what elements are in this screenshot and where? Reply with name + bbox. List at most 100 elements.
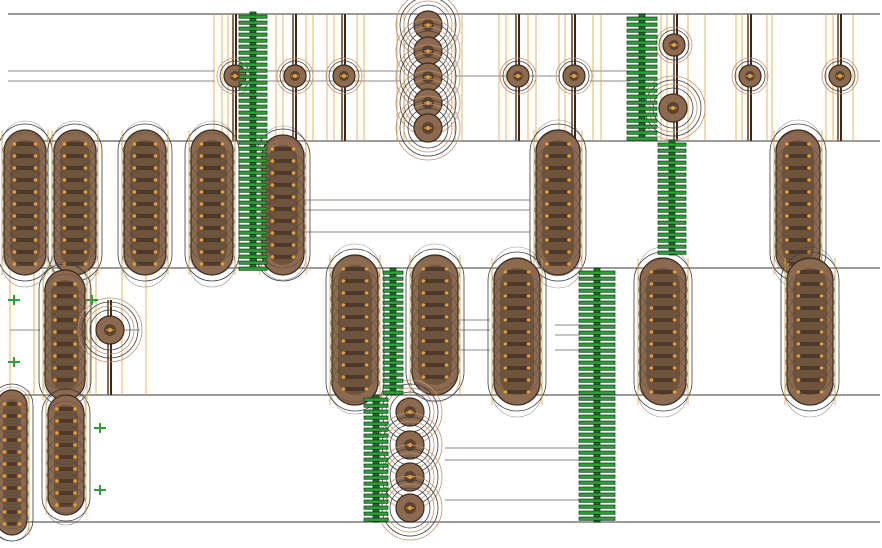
stack-pin [364,375,369,379]
stack-pin [503,354,508,358]
stack-bar [650,342,676,346]
stack-pin [503,306,508,310]
ladder-rung [382,330,404,335]
ladder-rung [238,62,268,67]
stack-pin [153,178,158,182]
stack-pin [83,238,88,242]
ladder-rung [578,348,616,353]
stack-pin [73,419,77,423]
ladder-rung [238,14,268,19]
stack-pin [220,154,225,158]
ladder-rung [578,294,616,299]
pad [325,57,363,95]
stack-pin [153,226,158,230]
ladder-rung [238,164,268,169]
stack-pin [526,318,531,322]
stack-pin [291,171,296,175]
stack-pin [17,414,22,418]
stack-pin [199,250,204,254]
stack-pin [526,294,531,298]
stack-pin [132,166,137,170]
stack-pin [545,202,549,206]
stack-bar [201,226,223,230]
ladder-rung [657,166,687,171]
stack-pin [785,214,789,218]
wires [8,70,630,501]
ladder-rung [363,457,389,462]
stack-pin [17,498,22,502]
stack-pin [364,363,369,367]
ladder-rung [578,402,616,407]
stack-pin [220,214,225,218]
stack-bar [58,467,74,471]
stack-pin [341,327,346,331]
stack-bar [422,339,448,343]
stack-pin [2,522,7,526]
stack-pin [220,190,225,194]
component-stack [405,243,465,403]
stack-pin [649,378,654,382]
stack-pin [62,250,67,254]
stack-pin [17,474,22,478]
stack-pin [73,318,77,322]
stack-bar [55,282,75,286]
stack-pin [672,294,677,298]
stack-pin [220,238,225,242]
stack-bar [55,378,75,382]
stack-pin [807,202,811,206]
stack-pin [341,351,346,355]
ladder-rung [238,212,268,217]
component-stack [38,261,92,407]
ladder-rung [578,318,616,323]
stack-pin [649,330,654,334]
pad-ring [328,60,360,92]
stack-pin [819,318,824,322]
stack-pin [53,378,57,382]
stack-bar [272,231,294,235]
stack-pin [73,443,77,447]
stack-bar [201,202,223,206]
stack-pin [444,327,449,331]
stack-bar [14,166,36,170]
stack-pin [2,462,7,466]
ladder-rung [578,378,616,383]
component-stack [117,120,173,288]
stack-pin [220,142,225,146]
component-stack [47,120,103,288]
ladder-rung [363,397,389,402]
stack-pin [421,315,426,319]
stack-pin [672,354,677,358]
stack-bar [7,498,17,502]
stack-pin [819,390,824,394]
stack-bar [342,375,368,379]
ladder-rung [657,148,687,153]
stack-pin [2,486,7,490]
stack-bar [14,202,36,206]
stack-pin [55,467,59,471]
stack-bar [650,354,676,358]
stack-pin [341,303,346,307]
ladder-rung [578,288,616,293]
stack-pin [807,238,811,242]
stack-pin [132,154,137,158]
ladder-rung [363,505,389,510]
ladder-rung [363,493,389,498]
stack-bar [797,282,823,286]
stack-pin [503,318,508,322]
stack-pin [33,166,38,170]
resistor-ladder [626,13,658,141]
stack-pin [220,226,225,230]
stack-bar [134,250,156,254]
stack-pin [444,267,449,271]
stack-bar [134,202,156,206]
stack-body [261,134,305,276]
stack-pin [503,330,508,334]
stack-pin [649,306,654,310]
stack-pin [132,178,137,182]
stack-pin [153,154,158,158]
stack-pin [17,486,22,490]
stack-pin [796,318,801,322]
stack-bar [134,226,156,230]
ladder-rung [578,426,616,431]
